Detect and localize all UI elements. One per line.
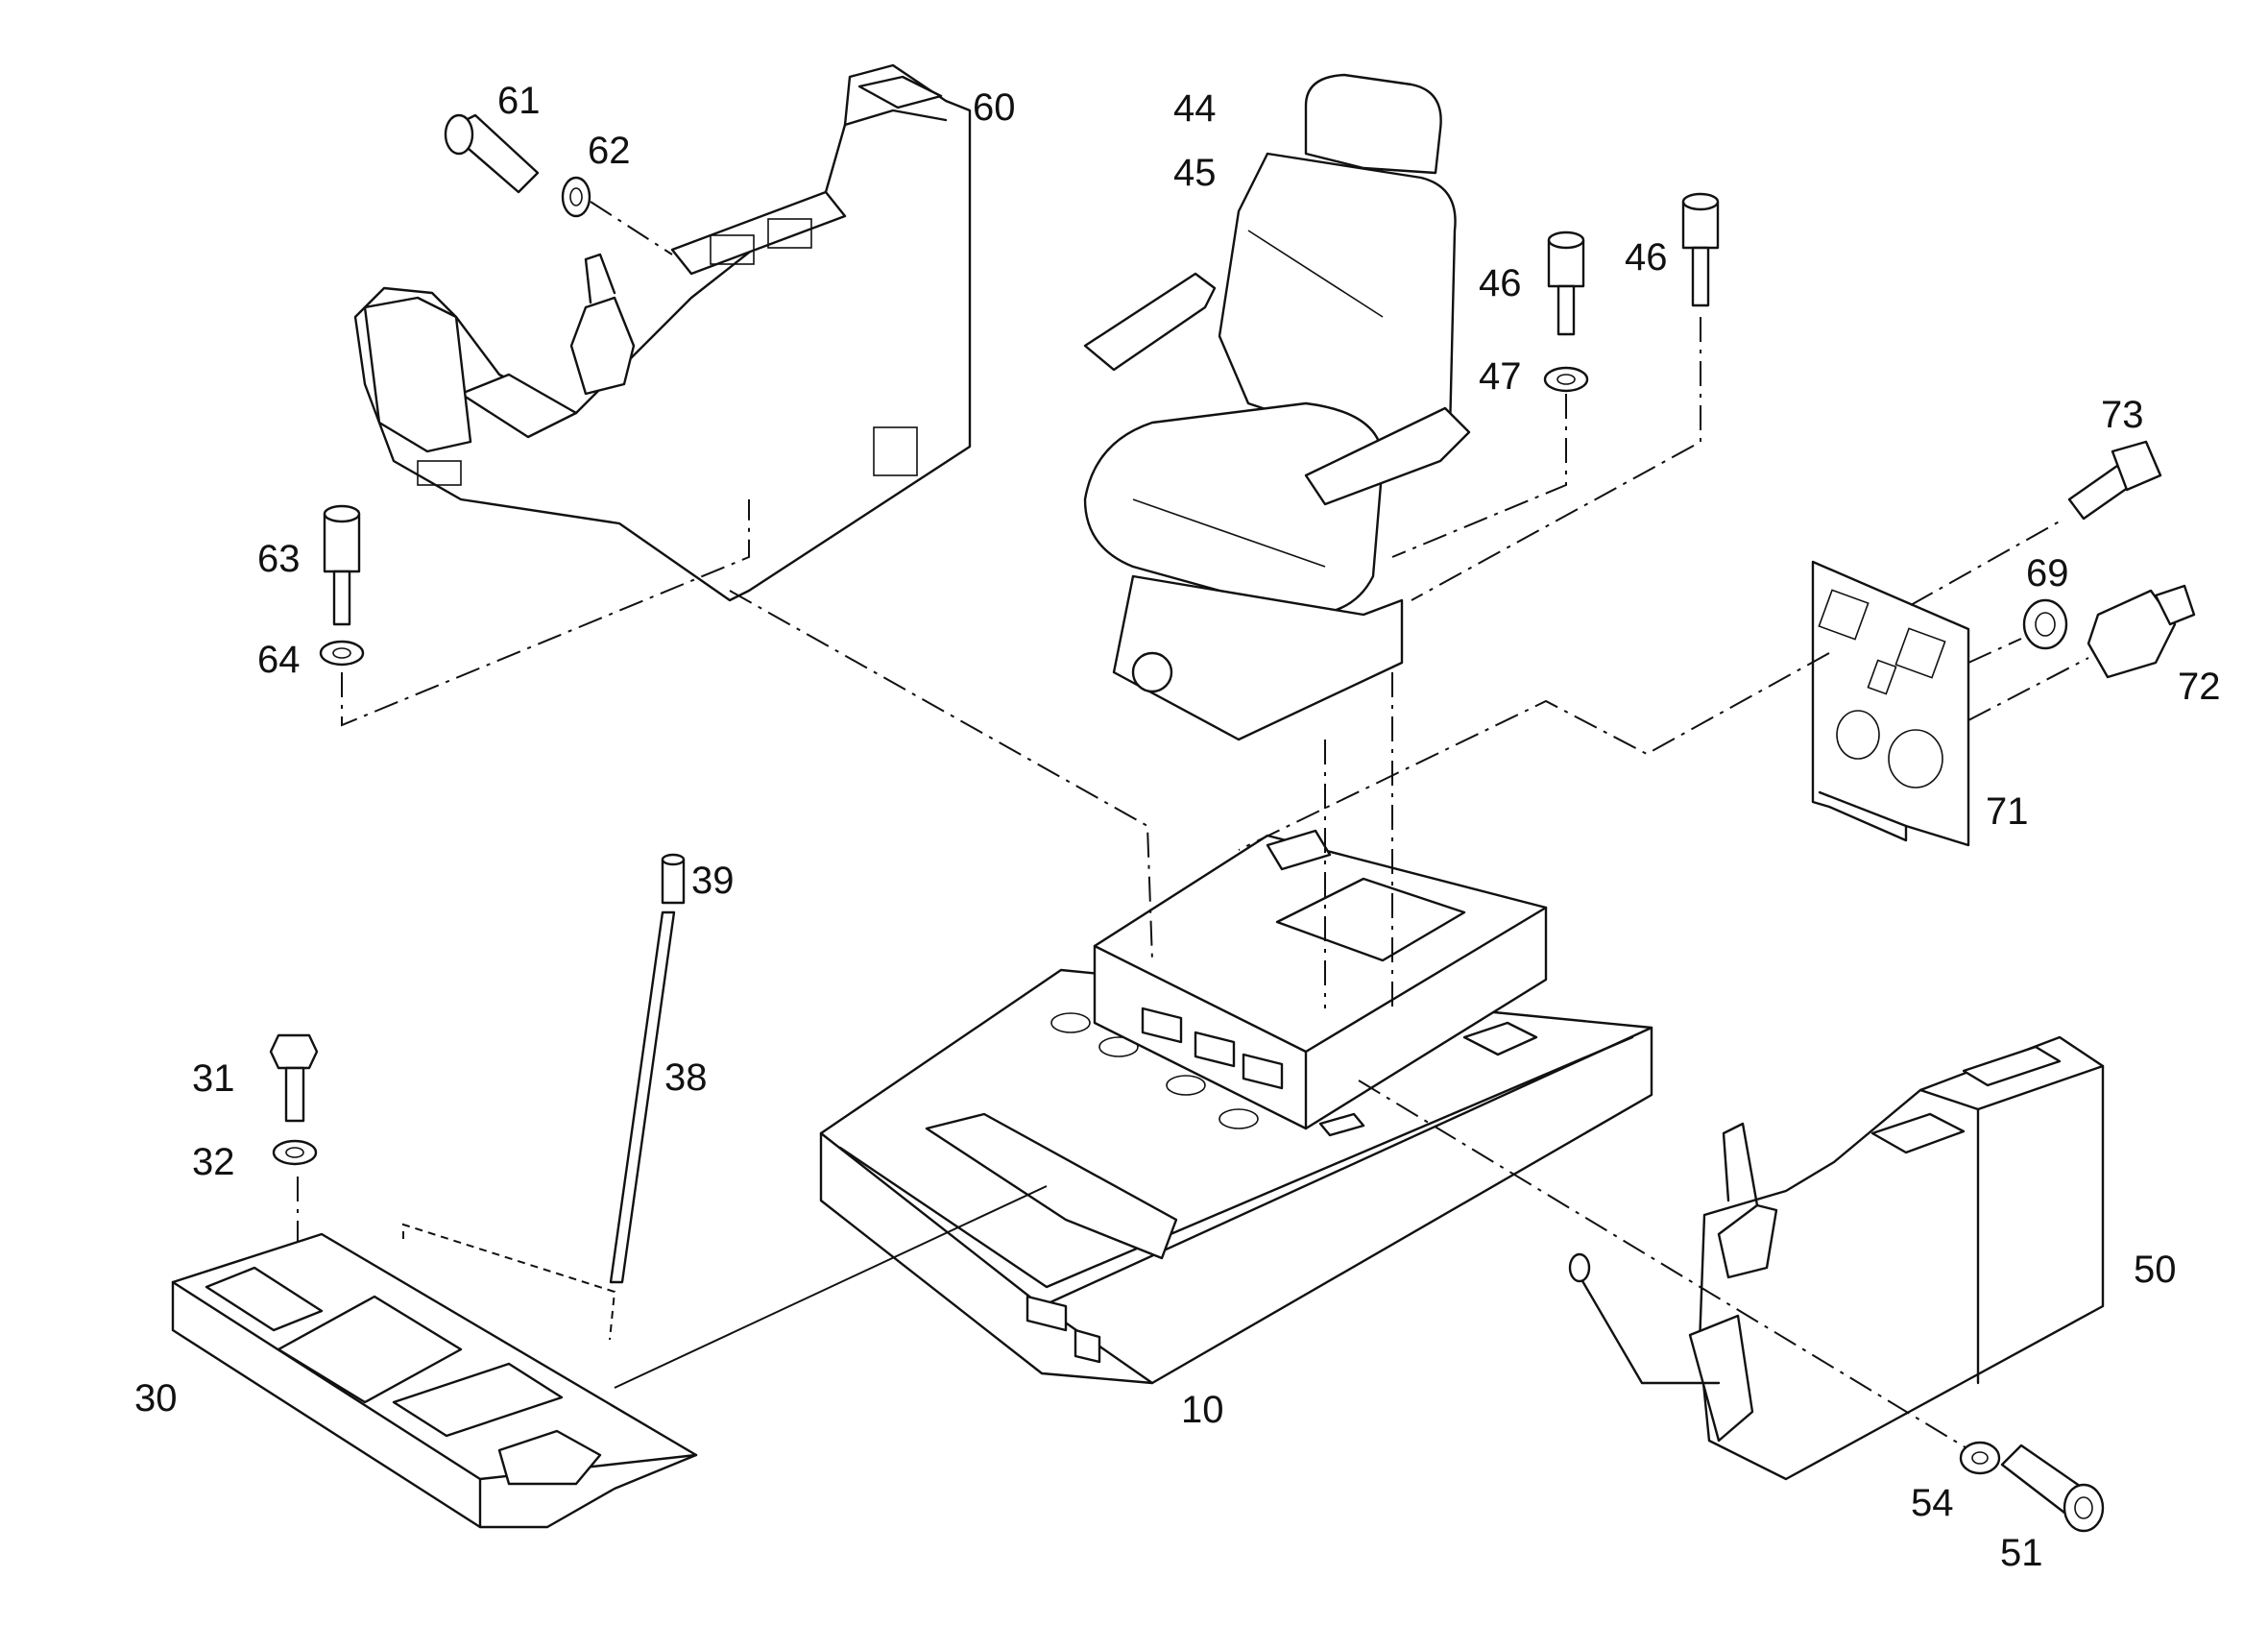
washer-32: [272, 1139, 318, 1166]
bolt-63: [323, 504, 361, 626]
bolt-51: [2000, 1444, 2105, 1533]
washer-64: [319, 640, 365, 667]
part-label-44: 44: [1173, 87, 1217, 130]
bolt-61: [444, 113, 540, 194]
part-label-10: 10: [1181, 1389, 1224, 1431]
part-label-46-right: 46: [1625, 236, 1668, 279]
knob-39: [661, 853, 686, 905]
washer-54: [1959, 1441, 2001, 1475]
right-console-50: [1568, 1035, 2105, 1481]
part-label-45: 45: [1173, 152, 1217, 194]
left-console-60: [353, 63, 972, 602]
part-label-63: 63: [257, 538, 301, 580]
part-label-39: 39: [691, 860, 735, 902]
part-label-46-left: 46: [1479, 262, 1522, 304]
bolt-73: [2067, 440, 2162, 521]
bolt-46-right: [1681, 192, 1720, 307]
pedal-plate-30: [171, 1232, 698, 1529]
part-label-54: 54: [1911, 1482, 1954, 1524]
part-label-69: 69: [2026, 552, 2069, 594]
part-label-47: 47: [1479, 355, 1522, 398]
operator-seat-44: [1083, 73, 1471, 741]
part-label-72: 72: [2178, 666, 2221, 708]
part-label-38: 38: [664, 1056, 708, 1099]
part-label-30: 30: [134, 1377, 178, 1419]
rod-38: [609, 910, 676, 1284]
washer-47: [1543, 366, 1589, 393]
floor-plate-10: [819, 968, 1653, 1385]
connector-72: [2087, 584, 2196, 679]
part-label-71: 71: [1986, 790, 2029, 833]
part-label-62: 62: [588, 130, 631, 172]
plate-71: [1811, 560, 1970, 847]
part-label-60: 60: [973, 86, 1016, 129]
part-label-64: 64: [257, 639, 301, 681]
bolt-46-left: [1547, 231, 1585, 336]
seat-base-box: [1093, 829, 1548, 1130]
part-label-32: 32: [192, 1141, 235, 1183]
part-label-51: 51: [2000, 1532, 2043, 1574]
washer-62: [561, 176, 591, 218]
part-label-31: 31: [192, 1057, 235, 1100]
part-label-73: 73: [2101, 394, 2144, 436]
plug-69: [2022, 598, 2068, 650]
bolt-31: [269, 1033, 319, 1123]
part-label-50: 50: [2134, 1249, 2177, 1291]
part-label-61: 61: [497, 80, 541, 122]
